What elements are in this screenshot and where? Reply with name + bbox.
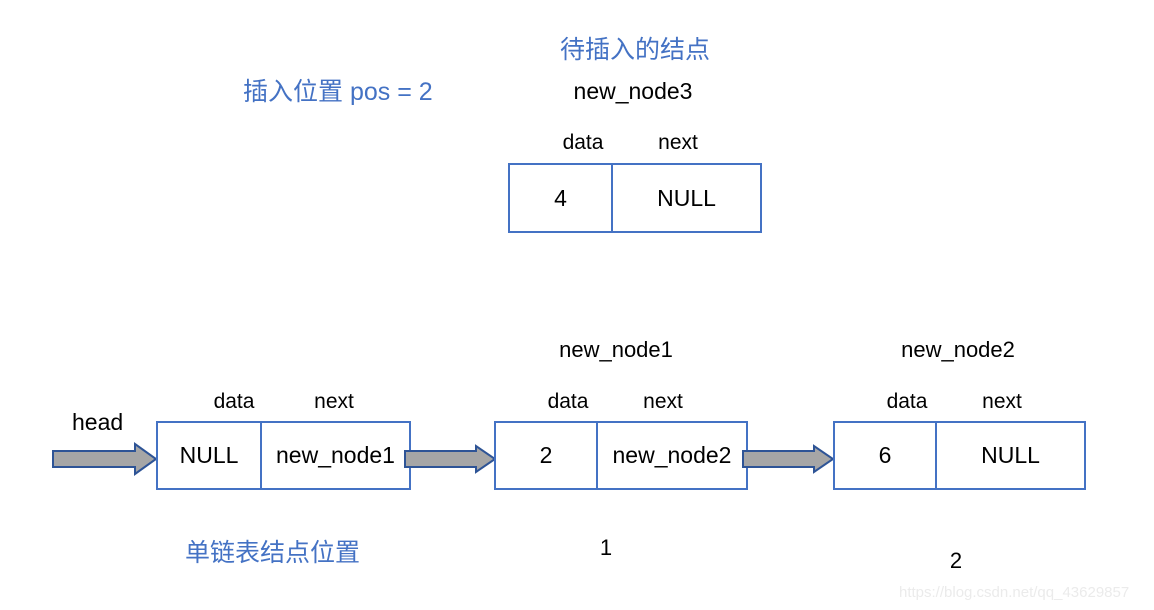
watermark: https://blog.csdn.net/qq_43629857 (899, 584, 1130, 601)
node-2-data-value: 6 (835, 423, 937, 488)
node-0-box: NULL new_node1 (156, 421, 411, 490)
node-1-next-header: next (643, 390, 683, 413)
node-2-box: 6 NULL (833, 421, 1086, 490)
node-1-data-header: data (547, 390, 589, 413)
node-0-next-header: next (314, 390, 354, 413)
node-1-position: 1 (599, 535, 613, 560)
node-0-data-header: data (213, 390, 255, 413)
pending-node-next-header: next (658, 131, 698, 154)
pending-node-next-value: NULL (657, 184, 716, 211)
node-2-data-header: data (886, 390, 928, 413)
node-0-next-value: new_node1 (276, 442, 395, 468)
list-position-label: 单链表结点位置 (185, 539, 361, 567)
pending-node-title: 待插入的结点 (559, 36, 711, 64)
node-2-next-value: NULL (981, 442, 1040, 468)
link-arrow-0-to-1 (404, 444, 497, 474)
node-1-next-value: new_node2 (612, 442, 732, 468)
head-arrow (52, 442, 158, 476)
head-label: head (72, 409, 124, 435)
node-0-data-value: NULL (158, 423, 262, 488)
pending-node-data-value: 4 (510, 165, 613, 231)
pending-node-data-header: data (562, 131, 604, 154)
pending-node-name: new_node3 (573, 78, 693, 104)
node-2-next-header: next (982, 390, 1022, 413)
node-1-name: new_node1 (559, 337, 673, 362)
node-1-data-value: 2 (496, 423, 598, 488)
insert-position-label: 插入位置 pos = 2 (243, 78, 433, 106)
pending-node-box: 4 NULL (508, 163, 762, 233)
node-1-box: 2 new_node2 (494, 421, 748, 490)
node-2-name: new_node2 (901, 337, 1015, 362)
node-2-position: 2 (949, 548, 963, 573)
link-arrow-1-to-2 (742, 444, 835, 474)
